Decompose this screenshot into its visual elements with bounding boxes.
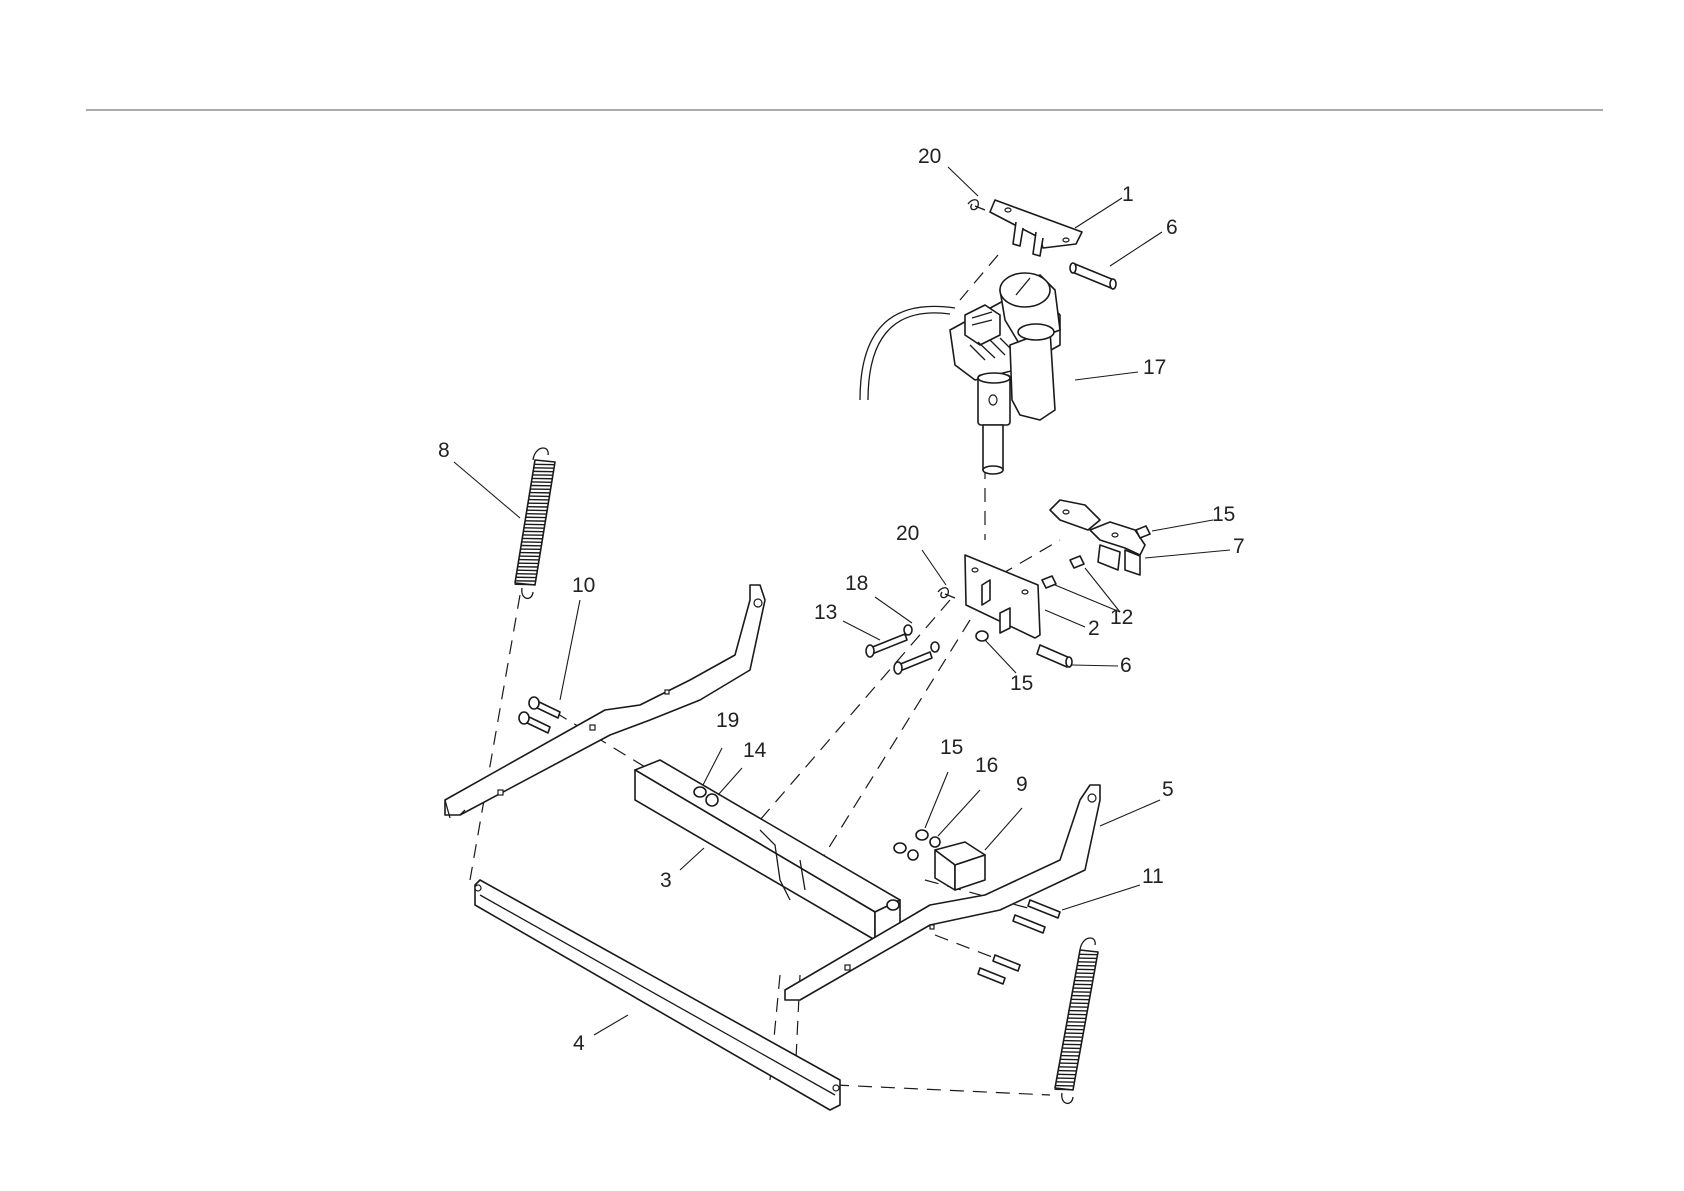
part-8-spring-left — [515, 448, 555, 598]
callout-17: 17 — [1143, 356, 1166, 379]
part-6-pin-upper — [1070, 263, 1116, 289]
part-7-side-bracket — [1050, 500, 1150, 575]
callout-7: 7 — [1233, 535, 1245, 558]
callout-20-top: 20 — [918, 145, 941, 168]
callout-14: 14 — [743, 739, 767, 762]
callout-1: 1 — [1122, 183, 1134, 206]
part-20-clip-upper — [968, 200, 985, 210]
callout-6-middle: 6 — [1120, 654, 1132, 677]
part-13-bolts — [866, 634, 932, 674]
part-1-upper-bracket — [990, 200, 1082, 256]
part-15-16-hardware — [894, 830, 940, 860]
part-15-nut-middle — [976, 631, 988, 641]
callout-2: 2 — [1088, 617, 1100, 640]
callout-3: 3 — [660, 869, 672, 892]
part-3-cross-tube — [635, 760, 900, 940]
callout-8: 8 — [438, 439, 450, 462]
part-6-pin-middle — [1037, 645, 1072, 667]
part-10-left-arm — [445, 585, 765, 818]
callout-13: 13 — [814, 601, 837, 624]
callout-20-middle: 20 — [896, 522, 919, 545]
assembly-guide-lines — [470, 255, 1060, 1095]
callout-12: 12 — [1110, 606, 1133, 629]
part-8-spring-right — [1055, 938, 1098, 1103]
callout-5: 5 — [1162, 778, 1174, 801]
callout-11: 11 — [1142, 865, 1164, 888]
callout-19: 19 — [716, 709, 739, 732]
callout-10: 10 — [572, 574, 595, 597]
callout-18: 18 — [845, 572, 868, 595]
part-18-washers — [904, 625, 939, 652]
part-17-actuator — [860, 273, 1060, 474]
callout-15-middle: 15 — [1010, 672, 1033, 695]
part-9-spacer-block — [935, 842, 985, 890]
part-12-bolts — [1042, 556, 1084, 588]
callout-9: 9 — [1016, 773, 1028, 796]
callout-15-top: 15 — [1212, 503, 1235, 526]
callout-15-lower: 15 — [940, 736, 963, 759]
callout-16: 16 — [975, 754, 998, 777]
callout-6-top: 6 — [1166, 216, 1178, 239]
part-20-clip-middle — [938, 588, 955, 598]
part-2-mount-plate — [965, 555, 1040, 638]
callout-4: 4 — [573, 1032, 585, 1055]
